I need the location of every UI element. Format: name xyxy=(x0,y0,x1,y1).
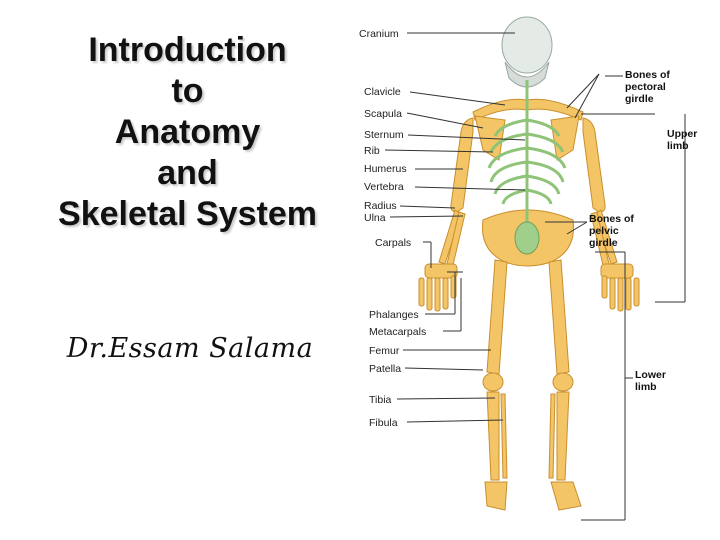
skeleton-figure: Cranium Clavicle Scapula Sternum Rib Hum… xyxy=(355,0,720,540)
label-scapula: Scapula xyxy=(364,108,402,120)
title-line-1: Introduction xyxy=(88,31,287,69)
label-tibia: Tibia xyxy=(369,394,392,406)
upper-limb-line-2: limb xyxy=(667,140,689,152)
title-line-4: and xyxy=(157,154,218,192)
pelvic-line-2: pelvic xyxy=(589,225,619,237)
label-lower-limb: Lower limb xyxy=(635,369,666,393)
author-name: Dr.Essam Salama xyxy=(66,333,314,364)
label-upper-limb: Upper limb xyxy=(667,128,697,152)
lower-limb-line-1: Lower xyxy=(635,369,666,381)
pectoral-line-1: Bones of xyxy=(625,69,670,81)
label-pectoral-girdle: Bones of pectoral girdle xyxy=(625,69,670,105)
label-phalanges: Phalanges xyxy=(369,309,419,321)
label-rib: Rib xyxy=(364,145,380,157)
label-clavicle: Clavicle xyxy=(364,86,401,98)
pelvic-line-3: girdle xyxy=(589,237,618,249)
label-pelvic-girdle: Bones of pelvic girdle xyxy=(589,213,634,249)
label-carpals: Carpals xyxy=(375,237,411,249)
slide-title: Introduction to Anatomy and Skeletal Sys… xyxy=(20,30,355,235)
label-humerus: Humerus xyxy=(364,163,407,175)
pelvic-line-1: Bones of xyxy=(589,213,634,225)
label-radius: Radius xyxy=(364,200,397,212)
title-line-2: to xyxy=(171,72,204,110)
lower-limb-line-2: limb xyxy=(635,381,657,393)
label-ulna: Ulna xyxy=(364,212,386,224)
label-vertebra: Vertebra xyxy=(364,181,404,193)
title-line-5: Skeletal System xyxy=(58,195,317,233)
label-sternum: Sternum xyxy=(364,129,404,141)
skeleton-bones xyxy=(418,16,640,511)
title-line-3: Anatomy xyxy=(114,113,261,151)
label-femur: Femur xyxy=(369,345,400,357)
pectoral-line-3: girdle xyxy=(625,93,654,105)
label-metacarpals: Metacarpals xyxy=(369,326,426,338)
sacrum xyxy=(514,221,540,255)
leader-lines xyxy=(384,32,686,521)
label-patella: Patella xyxy=(369,363,401,375)
skeleton-illustration: Cranium Clavicle Scapula Sternum Rib Hum… xyxy=(359,16,697,521)
label-fibula: Fibula xyxy=(369,417,398,429)
label-cranium: Cranium xyxy=(359,28,399,40)
upper-limb-line-1: Upper xyxy=(667,128,697,140)
pectoral-line-2: pectoral xyxy=(625,81,666,93)
